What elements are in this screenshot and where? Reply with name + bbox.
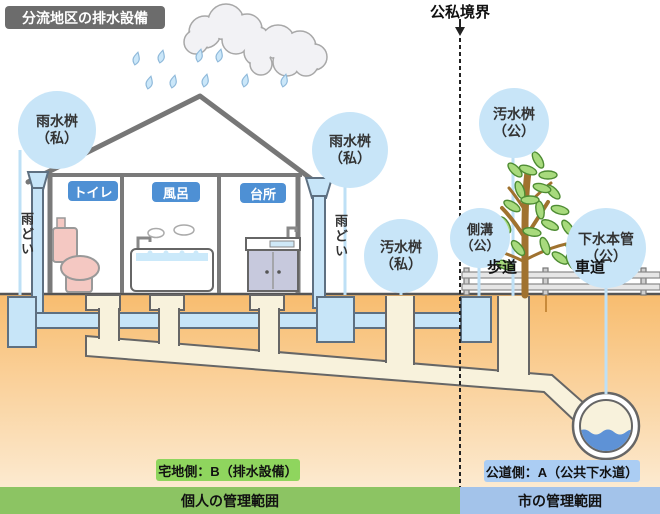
sewage-pipes [85, 294, 596, 428]
title-badge: 分流地区の排水設備 [5, 6, 165, 29]
label-line: （私） [36, 130, 78, 146]
private-side-badge: 宅地側：B（排水設備） [156, 459, 300, 481]
boundary-label: 公私境界 [429, 4, 490, 21]
rain-pipe-underground [7, 296, 492, 348]
rain-gutter-label-right: 雨どい [333, 214, 348, 259]
toilet-illustration [52, 217, 100, 293]
raindrops [132, 48, 288, 90]
label-line: （公） [460, 238, 500, 253]
boundary-dashed-line [455, 19, 465, 487]
label-line: 下水本管 [578, 231, 634, 247]
label-sewer-main: 下水本管 （公） [566, 208, 646, 288]
downspout-right [304, 177, 334, 309]
sewage-shaft-public [498, 296, 529, 378]
cloud-icon [183, 3, 328, 77]
sewage-shaft-private [386, 296, 414, 368]
steam-icon [173, 224, 195, 236]
bath-trap [149, 294, 185, 311]
roadway-label: 車道 [574, 259, 605, 276]
bathtub-illustration [130, 224, 214, 292]
label-leader-lines [18, 150, 608, 394]
kitchen-faucet-icon [286, 226, 298, 238]
label-rain-basin-right: 雨水桝 （私） [312, 112, 388, 188]
label-line: 汚水桝 [493, 106, 535, 122]
label-side-gutter: 側溝 （公） [450, 208, 510, 268]
guardrail [461, 267, 660, 312]
room-label-bath: 風呂 [152, 182, 200, 202]
public-side-badge: 公道側：A（公共下水道） [484, 460, 640, 482]
label-line: 側溝 [466, 222, 493, 237]
label-line: （公） [585, 248, 627, 264]
label-sewage-basin-private: 汚水桝 （私） [364, 219, 438, 293]
kitchen-sink-illustration [245, 226, 301, 292]
room-label-toilet: トイレ [68, 181, 118, 201]
label-line: 汚水桝 [380, 239, 422, 255]
toilet-trap [85, 294, 121, 311]
city-management-bar: 市の管理範囲 [460, 487, 660, 514]
rain-gutter-label-left: 雨どい [19, 212, 34, 257]
private-management-bar: 個人の管理範囲 [0, 487, 460, 514]
sidewalk-label: 歩道 [486, 259, 517, 276]
side-gutter-box [460, 296, 492, 343]
label-line: （私） [329, 150, 371, 166]
room-label-kitchen: 台所 [240, 183, 286, 203]
bath-faucet-icon [136, 236, 152, 248]
label-line: （公） [493, 123, 535, 139]
label-line: 雨水桝 [36, 113, 78, 129]
kitchen-trap [249, 294, 285, 311]
label-rain-basin-left: 雨水桝 （私） [18, 91, 96, 169]
sewer-main-pipe-circle [571, 391, 641, 461]
label-line: （私） [380, 256, 422, 272]
rain-basin-right-box [316, 296, 355, 343]
label-sewage-basin-public: 汚水桝 （公） [479, 88, 549, 158]
boundary-arrow-icon [455, 27, 465, 36]
rain-basin-left-box [7, 296, 37, 348]
steam-icon [147, 227, 165, 239]
label-line: 雨水桝 [329, 133, 371, 149]
